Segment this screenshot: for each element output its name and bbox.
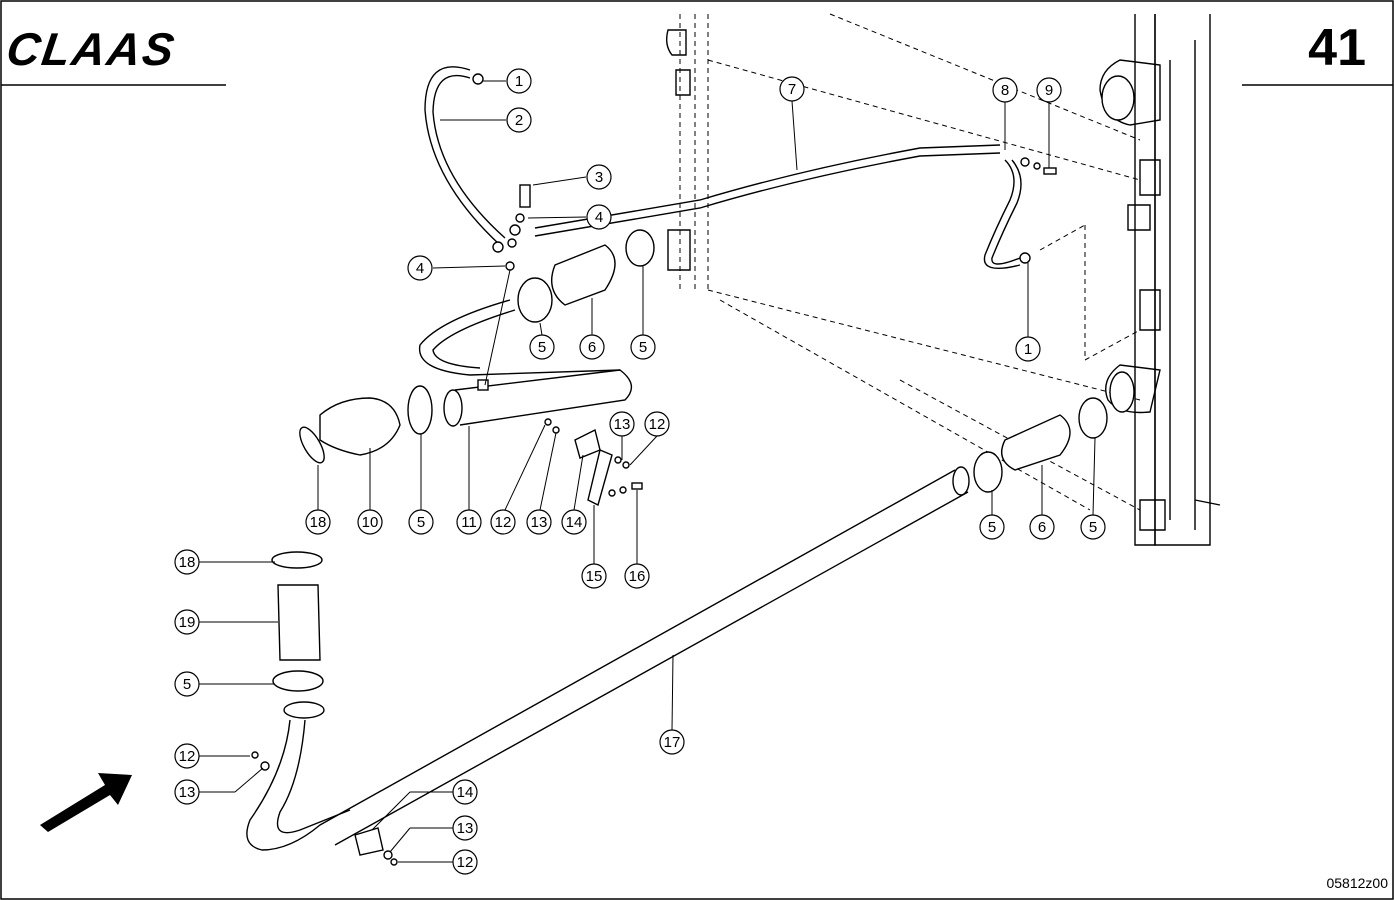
brand-logo: CLAAS xyxy=(3,23,179,75)
callout-circles xyxy=(174,68,1106,875)
clamps xyxy=(271,229,1108,692)
callout-label: 12 xyxy=(495,514,512,531)
callout-label: 17 xyxy=(664,734,681,751)
callout-label: 11 xyxy=(461,514,477,531)
callout-label: 12 xyxy=(179,748,196,765)
drawing-code: 05812z00 xyxy=(1326,875,1388,891)
callout-label: 15 xyxy=(586,568,603,585)
callout-label: 14 xyxy=(457,784,474,801)
callout-label: 5 xyxy=(639,339,647,356)
page-number: 41 xyxy=(1308,19,1366,77)
connector-3 xyxy=(492,184,531,271)
hose-10 xyxy=(299,397,401,464)
callout-label: 1 xyxy=(1024,341,1032,358)
callout-labels: 1 2 3 4 4 7 8 9 1 5 6 5 13 12 18 10 5 11… xyxy=(179,73,1098,871)
callout-label: 14 xyxy=(566,514,583,531)
callout-label: 9 xyxy=(1045,82,1053,99)
callout-label: 5 xyxy=(538,339,546,356)
callout-label: 4 xyxy=(595,209,603,226)
callout-label: 13 xyxy=(457,820,474,837)
callout-label: 12 xyxy=(457,854,474,871)
callout-label: 7 xyxy=(788,81,796,98)
callout-label: 12 xyxy=(649,416,666,433)
callout-label: 18 xyxy=(179,554,196,571)
callout-label: 5 xyxy=(417,514,425,531)
callout-label: 18 xyxy=(310,514,327,531)
callout-label: 13 xyxy=(179,784,196,801)
hose-7 xyxy=(534,144,1022,269)
callout-label: 6 xyxy=(1038,519,1046,536)
sleeves-6 xyxy=(277,244,1071,661)
callout-label: 5 xyxy=(1089,519,1097,536)
callout-label: 5 xyxy=(988,519,996,536)
pipe-17 xyxy=(246,466,970,851)
callout-label: 19 xyxy=(179,614,196,631)
callout-label: 4 xyxy=(416,260,424,277)
radiator-frame xyxy=(665,13,1221,546)
callout-label: 8 xyxy=(1001,82,1009,99)
leader-lines xyxy=(199,80,1096,863)
callout-label: 3 xyxy=(595,169,603,186)
fittings-right xyxy=(472,73,1057,264)
pipe-11 xyxy=(418,269,633,427)
hose-2 xyxy=(424,66,506,246)
callout-label: 13 xyxy=(614,416,631,433)
bracket-14-15 xyxy=(251,418,643,866)
callout-label: 6 xyxy=(588,339,596,356)
callout-label: 16 xyxy=(629,568,646,585)
direction-arrow-icon xyxy=(40,773,132,832)
callout-label: 2 xyxy=(515,112,523,129)
callout-label: 5 xyxy=(183,676,191,693)
callout-label: 13 xyxy=(531,514,548,531)
callout-label: 1 xyxy=(515,73,523,90)
callout-label: 10 xyxy=(362,514,379,531)
